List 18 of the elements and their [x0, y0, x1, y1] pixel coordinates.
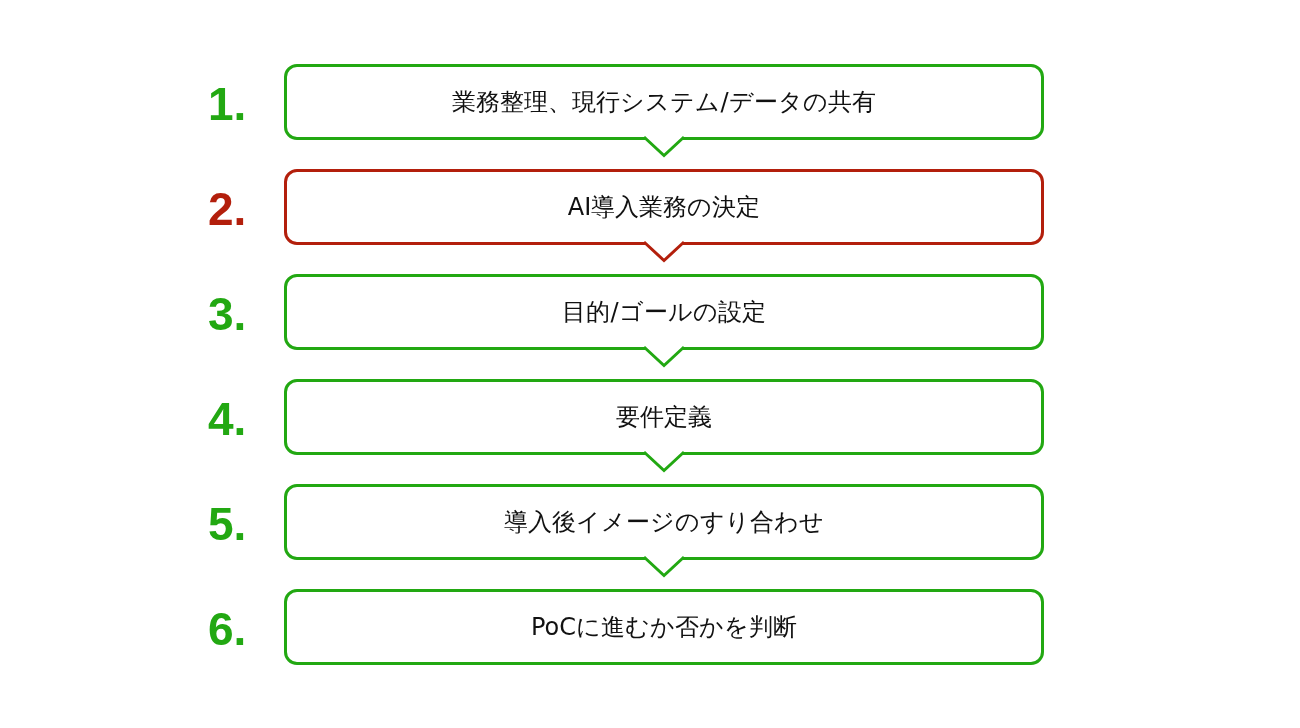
step-label: 導入後イメージのすり合わせ	[504, 507, 824, 538]
step-number: 3.	[208, 291, 247, 337]
step-number: 4.	[208, 396, 247, 442]
flow-chevron	[642, 135, 686, 158]
step-number: 2.	[208, 186, 247, 232]
step-label: 目的/ゴールの設定	[562, 297, 766, 328]
step-label: 要件定義	[616, 402, 712, 433]
step-label: AI導入業務の決定	[567, 192, 761, 223]
flow-chevron	[642, 555, 686, 578]
step-box	[284, 589, 1044, 665]
step-number: 5.	[208, 501, 247, 547]
step-number: 1.	[208, 81, 247, 127]
flow-chevron	[642, 240, 686, 263]
flow-chevron	[642, 345, 686, 368]
step-number: 6.	[208, 606, 247, 652]
flow-chevron	[642, 450, 686, 473]
step-label: 業務整理、現行システム/データの共有	[452, 87, 876, 118]
step-label: PoCに進むか否かを判断	[530, 612, 798, 643]
